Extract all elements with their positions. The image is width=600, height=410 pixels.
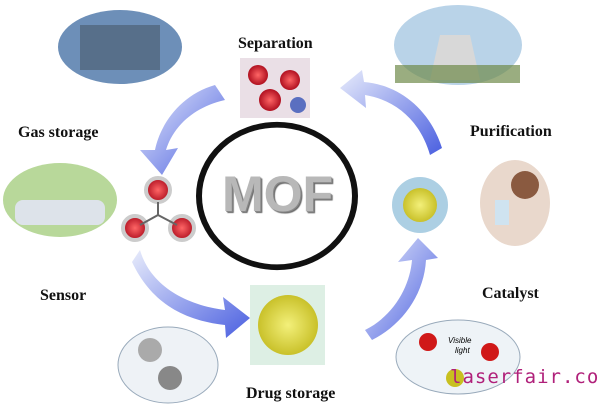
- arrow-to-drug-storage: [132, 250, 250, 338]
- arrow-to-separation: [340, 70, 442, 155]
- drinking-water-photo: [480, 160, 550, 246]
- drug-storage-molecule: [250, 285, 325, 365]
- label-sensor: Sensor: [40, 287, 87, 304]
- arrow-to-gas-storage: [140, 85, 225, 175]
- mof-ring: [196, 121, 358, 271]
- cooling-tower-photo: [394, 5, 522, 85]
- light-text: light: [455, 346, 470, 355]
- label-purification: Purification: [470, 123, 552, 140]
- arrow-to-purification-mof: [365, 238, 438, 340]
- refinery-photo: [58, 10, 182, 84]
- center-label: MOF: [222, 166, 334, 222]
- label-gas-storage: Gas storage: [18, 124, 99, 141]
- watermark: laserfair.com: [450, 366, 600, 388]
- car-photo: [3, 163, 117, 237]
- sensor-photo: [117, 326, 219, 404]
- gas-storage-molecule: [121, 176, 196, 242]
- label-drug-storage: Drug storage: [246, 385, 336, 402]
- purification-molecule: [392, 177, 448, 233]
- label-separation: Separation: [238, 35, 313, 52]
- separation-molecule: [240, 58, 310, 118]
- catalyst-photo: Visible light: [395, 319, 521, 395]
- visible-text: Visible: [448, 336, 472, 345]
- label-catalyst: Catalyst: [482, 285, 539, 302]
